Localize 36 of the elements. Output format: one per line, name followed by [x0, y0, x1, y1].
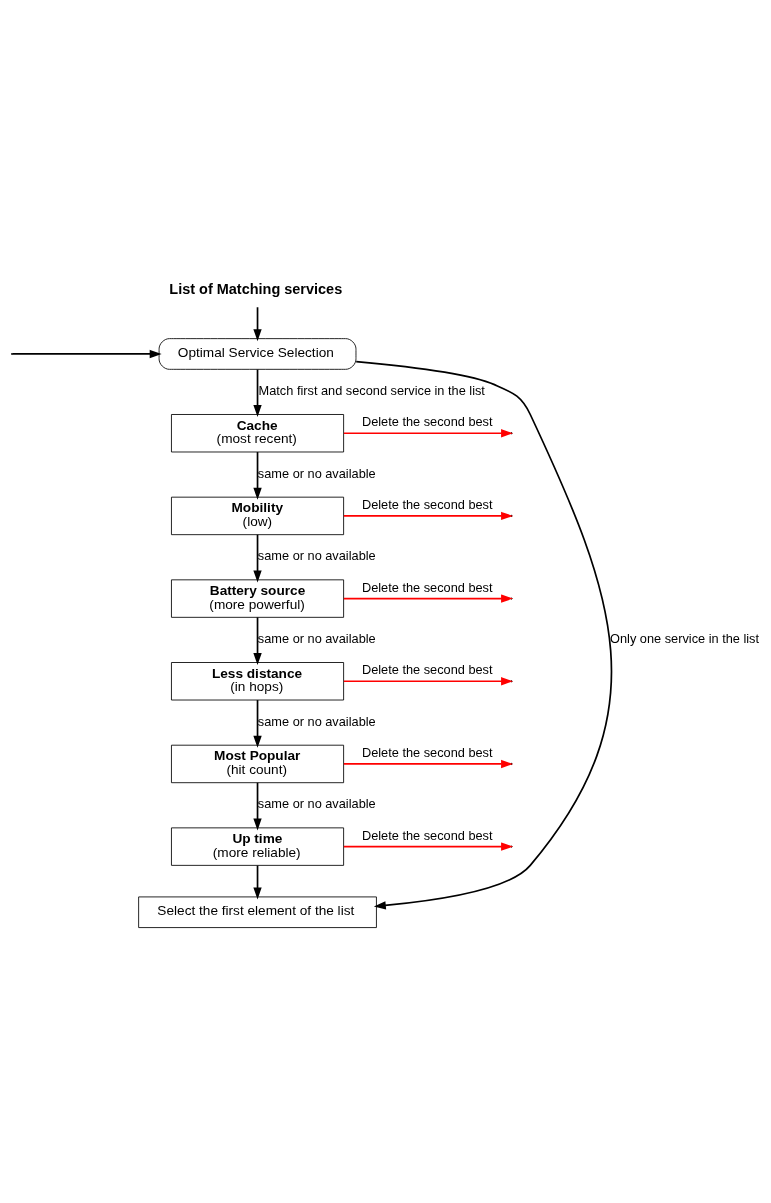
arrow: [253, 450, 262, 500]
node-box: Optimal Service Selection: [158, 337, 357, 370]
edge-label: Delete the second best: [361, 579, 493, 595]
node-box: Cache (most recent): [171, 413, 345, 452]
node-box: Less distance (in hops): [171, 661, 345, 700]
edge-label: same or no available: [257, 713, 376, 729]
node-box: Up time (more reliable): [171, 826, 345, 866]
edge-label: Match first and second service in the list: [258, 382, 485, 398]
edge-label: Delete the second best: [361, 413, 493, 429]
edge-label: Delete the second best: [361, 827, 493, 843]
arrow: [343, 759, 514, 768]
edge-label: Delete the second best: [361, 744, 493, 760]
edge-label: same or no available: [257, 630, 376, 646]
arrow: [253, 781, 262, 830]
arrow: [253, 698, 262, 748]
node-box: Most Popular (hit count): [171, 744, 345, 783]
arrow: [253, 533, 262, 582]
arrow: [253, 305, 262, 341]
arrow: [11, 349, 162, 358]
arrow: [253, 368, 262, 417]
edge-label: Delete the second best: [361, 496, 493, 512]
node-text: List of Matching services: [169, 280, 343, 297]
arrow: [343, 511, 514, 520]
node-box: Select the first element of the list: [138, 896, 377, 928]
edge-label: Delete the second best: [361, 661, 493, 677]
arrow: [343, 428, 514, 437]
arrow: [253, 616, 262, 665]
edge-label: same or no available: [257, 547, 376, 563]
edge-label: same or no available: [257, 795, 376, 811]
edge-label: same or no available: [257, 465, 376, 481]
node-box: Mobility (low): [171, 496, 345, 535]
arrow: [253, 864, 262, 899]
node-box: Battery source (more powerful): [171, 578, 345, 618]
arrow: [355, 360, 612, 910]
arrow: [343, 676, 514, 685]
edge-label: Only one service in the list: [610, 630, 760, 646]
